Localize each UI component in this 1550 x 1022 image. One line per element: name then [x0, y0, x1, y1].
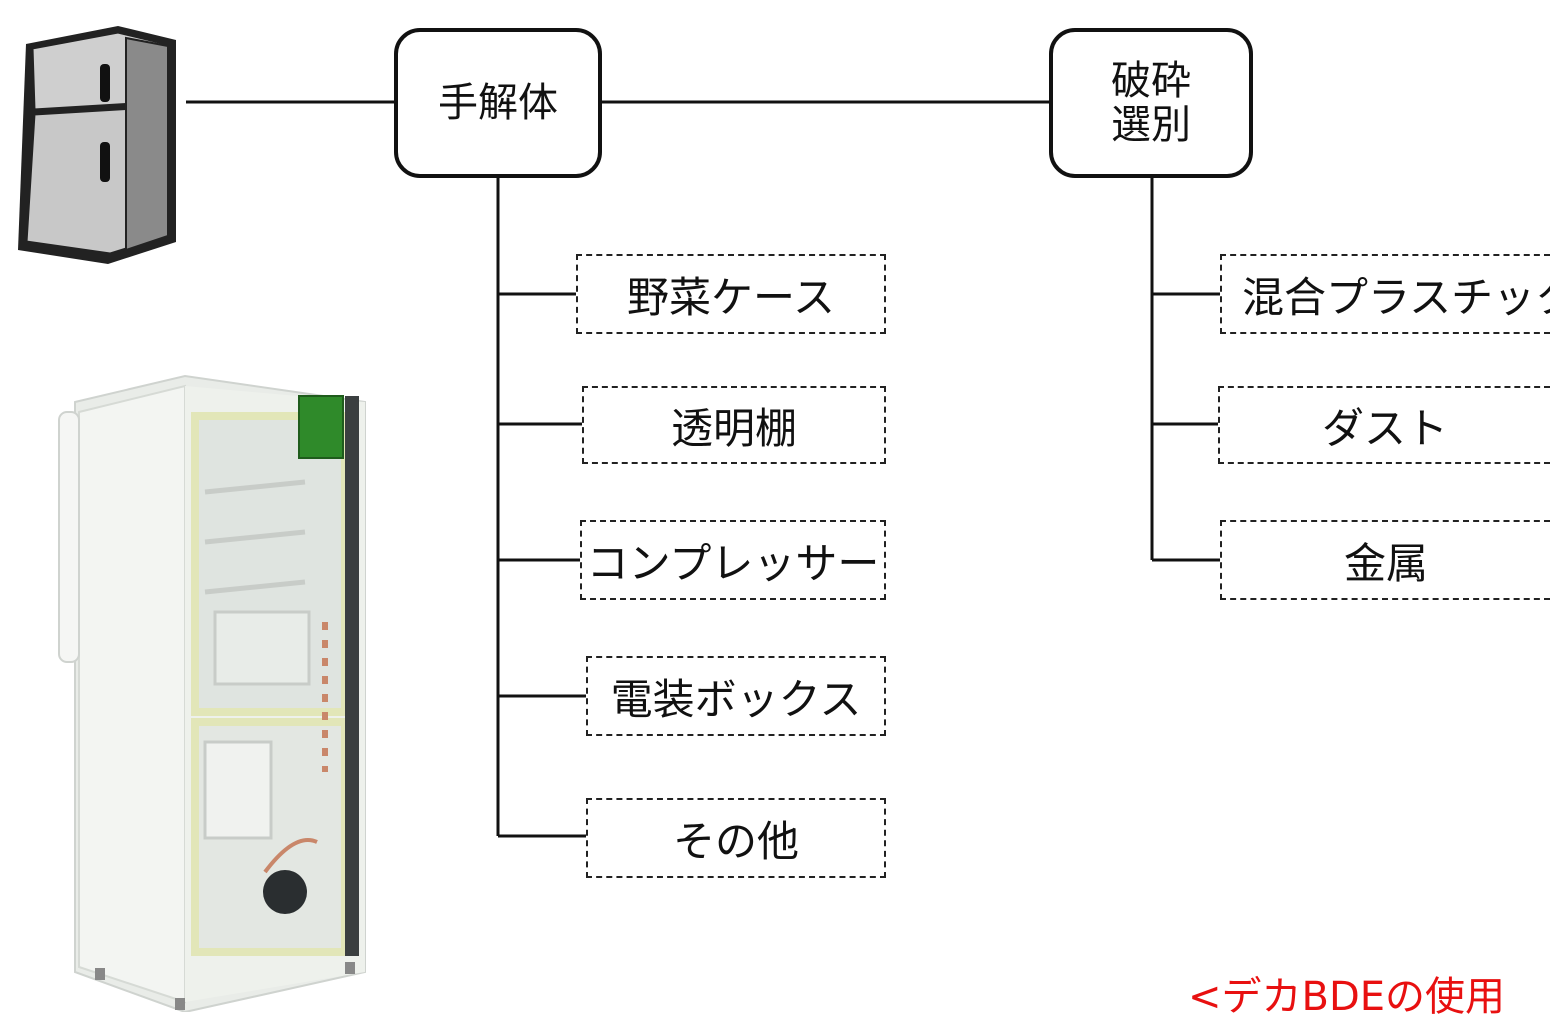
- item-vegetable-case: 野菜ケース: [576, 254, 886, 334]
- item-clear-shelf: 透明棚: [582, 386, 886, 464]
- manual-disassembly-node: 手解体: [394, 28, 602, 178]
- item-compressor: コンプレッサー: [580, 520, 886, 600]
- shred-separate-node: 破砕 選別: [1049, 28, 1253, 178]
- refrigerator-icon: [18, 26, 176, 264]
- item-other: その他: [586, 798, 886, 878]
- refrigerator-cutaway-illustration: [58, 374, 366, 1012]
- item-dust: ダスト: [1218, 386, 1550, 464]
- item-electrical-box: 電装ボックス: [586, 656, 886, 736]
- item-mixed-plastic: 混合プラスチック: [1220, 254, 1550, 334]
- manual-disassembly-label: 手解体: [438, 80, 558, 126]
- item-metal: 金属: [1220, 520, 1550, 600]
- shred-separate-label: 破砕 選別: [1111, 58, 1191, 148]
- footnote-deca-bde: <デカBDEの使用: [1188, 974, 1506, 1020]
